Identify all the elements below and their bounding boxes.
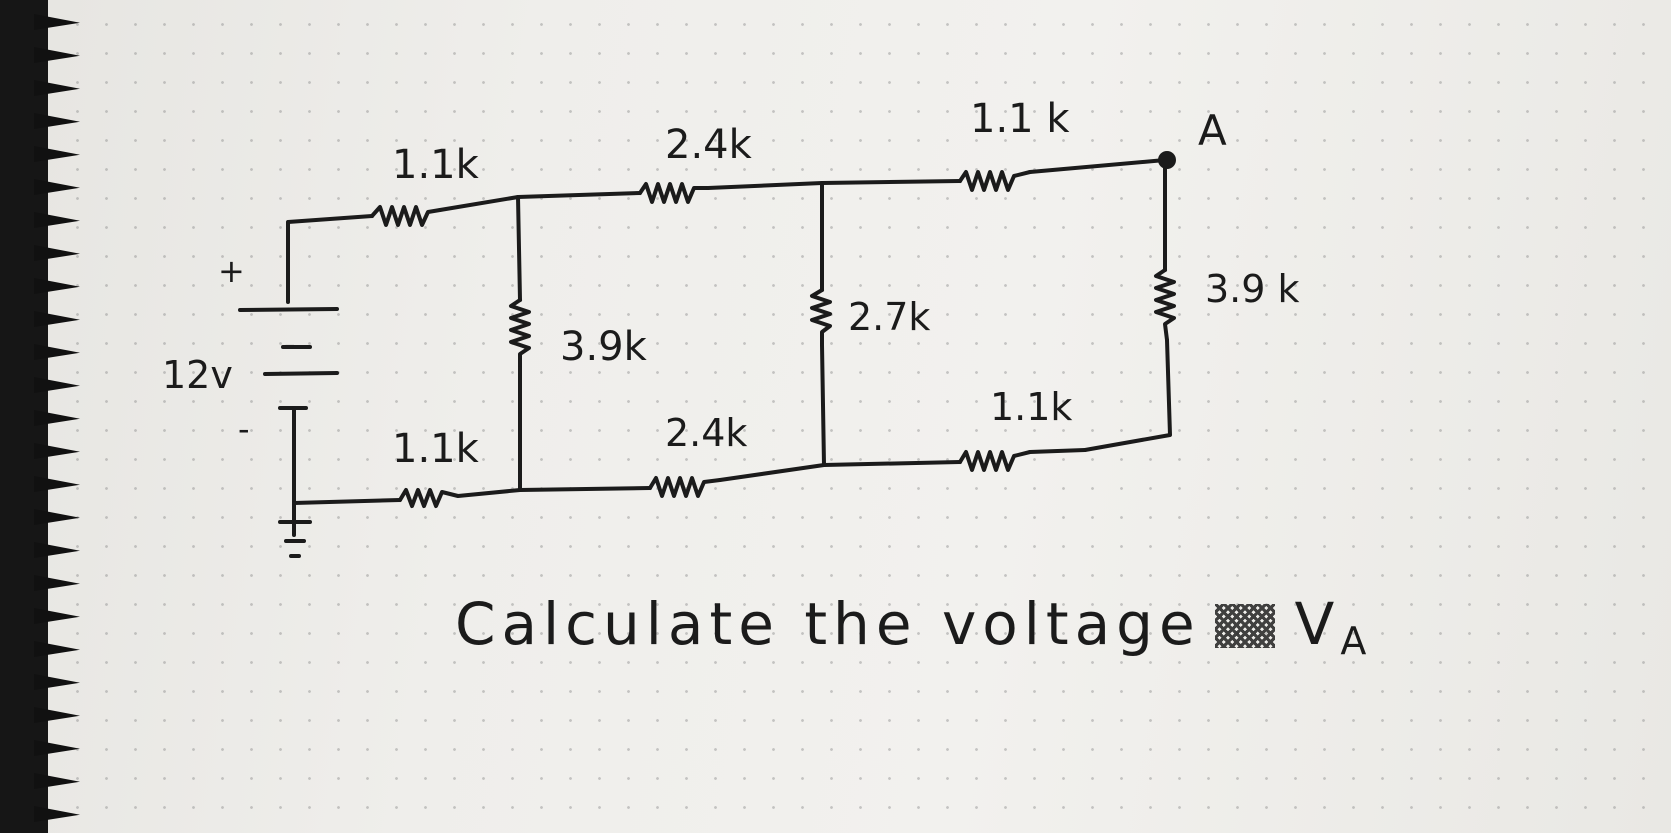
caption-target-subscript: A [1340, 619, 1367, 663]
right-resistor [1154, 268, 1176, 342]
ground-symbol [278, 501, 312, 558]
wire-battery-bottom [292, 406, 402, 505]
label-shunt2: 2.7k [848, 295, 930, 339]
label-right-r: 3.9 k [1205, 267, 1300, 311]
bottom-resistor-3 [958, 450, 1032, 472]
wire-shunt1-top [516, 195, 522, 302]
label-source-value: 12v [162, 353, 233, 397]
wire-top-1 [438, 191, 642, 212]
wire-top-3 [1028, 158, 1167, 174]
caption-target-main: V [1294, 590, 1341, 658]
caption-text: Calculate the voltage [455, 590, 1201, 658]
battery-plate-3 [263, 371, 339, 376]
question-caption: Calculate the voltage VA [455, 590, 1366, 663]
label-bot-r1: 1.1k [392, 426, 480, 472]
wire-top-2 [706, 179, 962, 190]
wire-bottom-1 [518, 486, 652, 492]
shunt-resistor-2 [810, 288, 832, 347]
shunt-resistor-1 [509, 298, 531, 370]
top-resistor-3 [958, 170, 1032, 192]
wire-bottom-2 [718, 460, 962, 482]
wire-bottom-3 [1028, 448, 1087, 454]
battery-symbol [238, 214, 402, 505]
label-bot-r3: 1.1k [990, 385, 1072, 429]
wire-shunt2-bottom [820, 343, 826, 467]
label-minus-bottom: - [238, 410, 250, 448]
wire-right-bottom [1083, 338, 1172, 452]
label-plus: + [218, 252, 245, 290]
label-top-r1: 1.1k [392, 142, 480, 188]
battery-plate-1 [238, 307, 339, 312]
node-a-dot [1158, 151, 1176, 169]
label-top-r3: 1.1 k [970, 96, 1070, 142]
dot-grid-paper [55, 0, 1671, 833]
wire-battery-top [286, 214, 374, 304]
top-resistor-2 [638, 182, 710, 204]
label-node-a: A [1198, 106, 1227, 155]
label-top-r2: 2.4k [665, 122, 753, 168]
bottom-resistor-2 [648, 476, 722, 498]
label-minus-top: - [284, 325, 296, 363]
scribbled-out-mark [1214, 604, 1275, 648]
label-bot-r2: 2.4k [665, 411, 747, 455]
label-shunt1: 3.9k [560, 324, 648, 370]
bottom-resistor-1 [398, 488, 522, 508]
top-resistor-1 [370, 205, 442, 227]
